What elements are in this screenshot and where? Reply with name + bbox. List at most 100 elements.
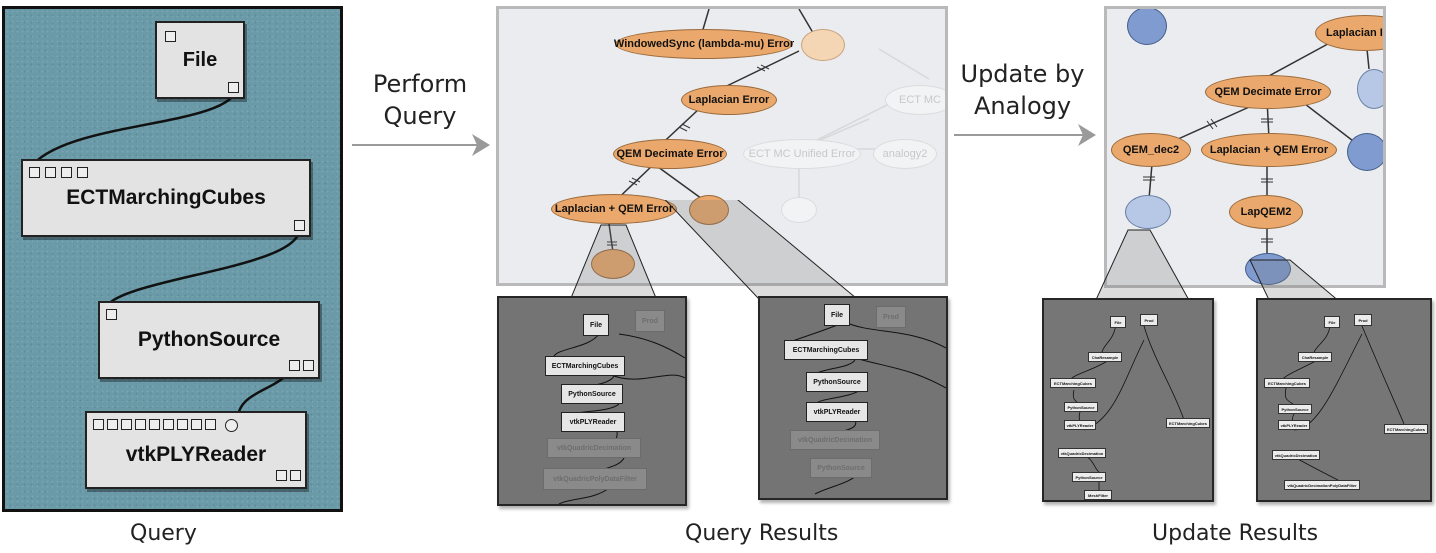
- tree-node-empty[interactable]: [689, 195, 729, 225]
- arrow-label-line: Perform: [372, 70, 468, 98]
- module-label: File: [182, 48, 218, 71]
- input-port[interactable]: [29, 167, 40, 178]
- module-vtkplyreader[interactable]: vtkPLYReader: [85, 411, 307, 489]
- mini-module: File: [824, 304, 850, 326]
- tree-node-laplacian[interactable]: Laplacian Error: [681, 85, 777, 115]
- tiny-module: vtkQuadricDecimation: [1058, 448, 1106, 458]
- input-port[interactable]: [106, 309, 117, 320]
- tree-node-qem-dec2[interactable]: QEM_dec2: [1111, 133, 1191, 167]
- input-port[interactable]: [93, 419, 104, 430]
- update-result-1[interactable]: File Prod ChaResample ECTMarchingCubes P…: [1042, 298, 1214, 502]
- query-result-1[interactable]: File Prod ECTMarchingCubes PythonSource …: [497, 296, 687, 506]
- tree-node-empty[interactable]: [1127, 9, 1167, 45]
- mini-module: PythonSource: [806, 372, 868, 392]
- input-port[interactable]: [163, 419, 174, 430]
- perform-query-label: Perform Query: [360, 68, 480, 132]
- input-port[interactable]: [77, 167, 88, 178]
- arrow-label-line: Analogy: [973, 92, 1072, 120]
- result-connections: [1281, 325, 1405, 481]
- mini-module: vtkPLYReader: [806, 402, 868, 422]
- tree-node-ghost-empty[interactable]: [781, 197, 817, 223]
- tiny-module: File: [1324, 316, 1340, 328]
- arrow-label-line: Query: [383, 102, 457, 130]
- mini-module: vtkQuadricPolyDataFilter: [543, 468, 647, 490]
- output-port[interactable]: [276, 470, 287, 481]
- output-port[interactable]: [228, 82, 239, 93]
- tiny-module: PythonSource: [1064, 402, 1098, 412]
- mini-module: Prod: [635, 310, 665, 332]
- tiny-module: File: [1110, 316, 1126, 328]
- mini-module: vtkPLYReader: [561, 412, 625, 432]
- tree-node-empty[interactable]: [801, 29, 845, 61]
- input-port[interactable]: [165, 31, 176, 42]
- tree-node-ghost[interactable]: ECT MC: [885, 85, 945, 115]
- tree-node-empty[interactable]: [591, 249, 635, 279]
- module-pythonsource[interactable]: PythonSource: [98, 301, 320, 379]
- module-file[interactable]: File: [155, 21, 245, 99]
- output-port[interactable]: [294, 220, 305, 231]
- update-result-2[interactable]: File Prod ChaResample ECTMarchingCubes P…: [1256, 298, 1432, 502]
- update-version-tree: Laplacian I QEM Decimate Error QEM_dec2 …: [1104, 6, 1386, 288]
- mini-module: PythonSource: [561, 384, 623, 404]
- update-by-analogy-label: Update by Analogy: [950, 58, 1095, 122]
- zoom-cones: [570, 200, 856, 299]
- tiny-module: ECTMarchingCubes: [1166, 418, 1210, 428]
- tree-node-ghost[interactable]: ECT MC Unified Error: [743, 139, 861, 169]
- tiny-module: Prod: [1140, 314, 1158, 326]
- zoom-cones: [1094, 229, 1340, 303]
- tiny-module: ChaResample: [1298, 352, 1332, 362]
- tiny-module: vtkQuadricDecimation: [1272, 450, 1320, 460]
- tree-node-empty[interactable]: [1245, 253, 1291, 285]
- mini-module: vtkQuadricDecimation: [547, 438, 641, 458]
- query-version-tree: ECT MC ECT MC Unified Error analogy2 Win…: [496, 6, 948, 286]
- tree-node-qem-decimate[interactable]: QEM Decimate Error: [1205, 75, 1331, 109]
- mini-module: vtkQuadricDecimation: [790, 430, 880, 450]
- mini-module: File: [583, 314, 609, 336]
- tree-node-empty[interactable]: [1347, 133, 1383, 171]
- tree-node-empty[interactable]: [1125, 195, 1171, 229]
- tree-node-windowedsync[interactable]: WindowedSync (lambda-mu) Error: [614, 29, 794, 59]
- input-port[interactable]: [121, 419, 132, 430]
- tiny-module: PythonSource: [1072, 472, 1106, 482]
- input-port[interactable]: [45, 167, 56, 178]
- tiny-module: vtkQuadricDecimationPolyDataFilter: [1284, 480, 1360, 490]
- module-label: PythonSource: [137, 328, 281, 351]
- caption-update-results: Update Results: [1152, 521, 1319, 546]
- module-ectmarchingcubes[interactable]: ECTMarchingCubes: [21, 159, 311, 237]
- module-label: ECTMarchingCubes: [66, 186, 266, 209]
- tiny-module: PythonSource: [1278, 404, 1312, 414]
- tiny-module: MeshFilter: [1084, 490, 1112, 500]
- mini-module: Prod: [876, 306, 906, 328]
- tree-node-empty[interactable]: [1357, 69, 1383, 109]
- tiny-module: vtkPLYReader: [1278, 420, 1310, 430]
- input-port-circle[interactable]: [225, 419, 238, 432]
- tree-node-lapqem2[interactable]: LapQEM2: [1229, 195, 1303, 229]
- tiny-module: ECTMarchingCubes: [1050, 378, 1096, 388]
- module-label: vtkPLYReader: [125, 443, 267, 466]
- mini-module: PythonSource: [810, 458, 872, 478]
- tiny-module: ECTMarchingCubes: [1384, 424, 1428, 434]
- input-port[interactable]: [135, 419, 146, 430]
- mini-module: ECTMarchingCubes: [784, 340, 868, 360]
- input-port[interactable]: [177, 419, 188, 430]
- query-pipeline-panel: File ECTMarchingCubes PythonSource vtkPL…: [2, 6, 343, 512]
- tree-node-ghost[interactable]: analogy2: [873, 139, 937, 169]
- caption-query: Query: [130, 521, 197, 546]
- input-port[interactable]: [61, 167, 72, 178]
- output-port[interactable]: [290, 470, 301, 481]
- input-port[interactable]: [205, 419, 216, 430]
- tiny-module: ECTMarchingCubes: [1264, 378, 1310, 388]
- tree-node-qem-decimate[interactable]: QEM Decimate Error: [613, 139, 727, 169]
- tree-node-laplacian-qem[interactable]: Laplacian + QEM Error: [551, 194, 677, 224]
- caption-query-results: Query Results: [685, 521, 839, 546]
- tiny-module: ChaResample: [1088, 352, 1122, 362]
- query-result-2[interactable]: File Prod ECTMarchingCubes PythonSource …: [758, 296, 948, 500]
- output-port[interactable]: [289, 360, 300, 371]
- output-port[interactable]: [303, 360, 314, 371]
- input-port[interactable]: [107, 419, 118, 430]
- input-port[interactable]: [149, 419, 160, 430]
- input-port[interactable]: [191, 419, 202, 430]
- arrow-label-line: Update by: [960, 60, 1085, 88]
- tiny-module: vtkPLYReader: [1064, 420, 1096, 430]
- tree-node-laplacian-qem[interactable]: Laplacian + QEM Error: [1201, 133, 1337, 167]
